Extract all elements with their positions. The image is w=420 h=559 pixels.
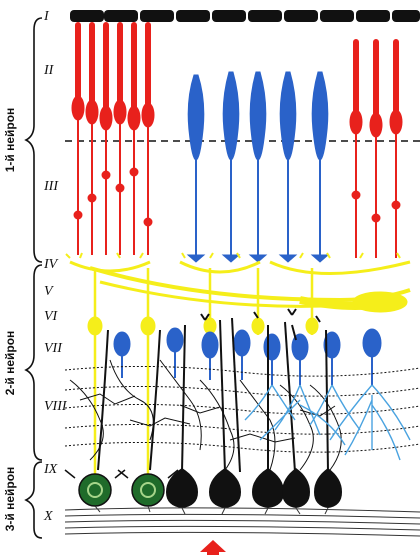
ganglion-cell-black [282,468,310,508]
third-neuron-label: 3-й нейрон [3,466,17,532]
rod-cell [113,22,127,255]
ganglion-cell-green [117,469,179,507]
up-arrow-icon [200,540,226,555]
ganglion-cells [64,468,342,508]
ganglion-cell-green [64,469,126,507]
layer-label-v: V [44,284,53,299]
layer-label-ix: IX [44,462,58,477]
rod-cell [71,22,85,255]
bipolar-cells-blue [113,327,382,385]
layer-label-i: I [44,9,49,24]
ganglion-cell-black [252,468,284,508]
neuron-brackets [24,17,43,539]
cone-cell [310,71,330,263]
rod-cells-left [71,22,155,255]
rod-cell [85,22,99,255]
cone-cell [248,71,268,263]
ganglion-cell-black [314,468,342,508]
layer-label-vi: VI [44,309,58,324]
pigment-epithelium [70,10,420,22]
blue-dendrite-trees [244,384,411,461]
bipolar-cells-yellow [87,268,319,490]
layer-label-iii: III [44,179,58,194]
horizontal-cells [65,252,411,313]
layer-label-vii: VII [44,341,62,356]
nerve-fiber-layer [64,505,420,537]
cone-cell [186,74,206,263]
second-neuron-label: 2-й нейрон [3,330,17,396]
rod-cell [99,22,113,255]
layer-label-iv: IV [44,257,58,272]
inner-plexiform-network [64,359,420,471]
ganglion-cell-black [209,468,241,508]
layer-label-viii: VIII [44,399,67,414]
cone-cell [278,71,298,263]
rod-cell [389,39,403,258]
rod-cells-right [349,39,403,258]
rod-cell [141,22,155,255]
layer-label-ii: II [44,63,54,78]
layer-label-x: X [44,509,53,524]
rod-cell [127,22,141,255]
black-bipolar-axons [97,308,329,473]
rod-cell [349,39,363,258]
cone-cell [221,71,241,263]
first-neuron-label: 1-й нейрон [3,107,17,173]
ganglion-cell-black [166,468,198,508]
rod-cell [369,39,383,258]
cone-cells [186,71,330,263]
